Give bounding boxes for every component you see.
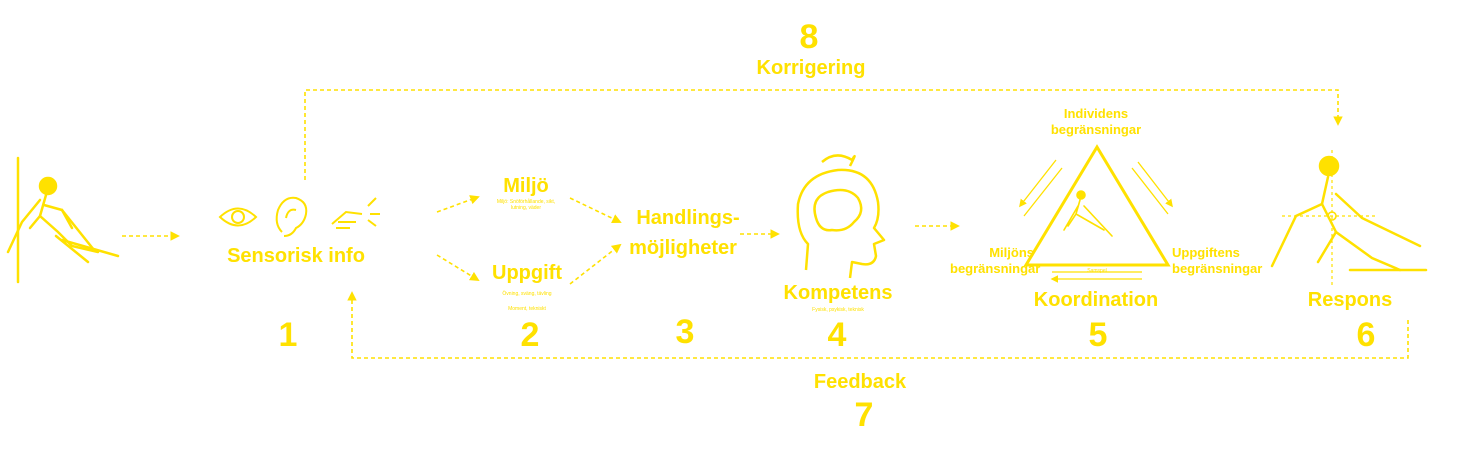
correction-label: Korrigering bbox=[756, 57, 866, 79]
miljo-subtext: Miljö: Snöförhållande, sikt, lutning, vä… bbox=[496, 199, 556, 211]
task-constraints-label: Uppgiftens begränsningar bbox=[1172, 245, 1262, 277]
coordination-triangle bbox=[1023, 144, 1171, 267]
stage-5-number: 5 bbox=[1088, 316, 1108, 354]
stage-7-number: 7 bbox=[854, 396, 874, 434]
action-possibilities-line-1: Handlings- bbox=[636, 207, 740, 229]
task-constraints-line-2: begränsningar bbox=[1172, 261, 1263, 276]
uppgift-subtext-2: Moment, tekniskt bbox=[508, 306, 546, 312]
competence-label: Kompetens bbox=[783, 282, 893, 304]
constraint-arrows bbox=[1020, 159, 1172, 279]
arrow-sensory-to-miljo bbox=[436, 195, 480, 213]
center-of-mass-marker bbox=[1327, 211, 1337, 221]
base-note: Samspel bbox=[1087, 268, 1107, 274]
competence-subtext: Fysisk, psykisk, teknisk bbox=[812, 307, 864, 313]
uppgift-title: Uppgift bbox=[492, 262, 562, 284]
response-label: Respons bbox=[1307, 289, 1393, 311]
touch-icon bbox=[331, 197, 380, 229]
stage-3-number: 3 bbox=[675, 313, 695, 351]
action-possibilities-line-2: möjligheter bbox=[629, 237, 737, 259]
environment-constraints-line-2: begränsningar bbox=[950, 261, 1041, 276]
task-constraints-line-1: Uppgiftens bbox=[1172, 245, 1240, 260]
skier-right-icon bbox=[1270, 155, 1428, 272]
stage-6-number: 6 bbox=[1356, 316, 1376, 354]
stage-2-number: 2 bbox=[520, 316, 540, 354]
ear-icon bbox=[275, 196, 308, 237]
environment-constraints-line-1: Miljöns bbox=[989, 245, 1034, 260]
skier-small-icon bbox=[1063, 190, 1113, 237]
miljo-title: Miljö bbox=[503, 175, 549, 197]
eye-icon bbox=[218, 207, 258, 227]
stage-8-number: 8 bbox=[799, 18, 819, 56]
individual-constraints-label: Individens begränsningar bbox=[1051, 106, 1141, 138]
environment-constraints-label: Miljöns begränsningar bbox=[950, 245, 1040, 277]
coordination-label: Koordination bbox=[1033, 289, 1159, 311]
individual-constraints-line-1: Individens bbox=[1063, 106, 1129, 121]
individual-constraints-line-2: begränsningar bbox=[1050, 122, 1142, 137]
feedback-label: Feedback bbox=[813, 371, 907, 393]
arrow-uppgift-to-handling bbox=[569, 243, 622, 285]
arrow-miljo-to-handling bbox=[569, 197, 622, 224]
stage-1-number: 1 bbox=[278, 316, 298, 354]
arrow-sensory-to-uppgift bbox=[436, 254, 480, 281]
body-axis-lines bbox=[1282, 150, 1378, 288]
head-brain-icon bbox=[796, 154, 886, 279]
uppgift-subtext: Övning, sväng, tävling bbox=[502, 291, 552, 297]
sensory-info-label: Sensorisk info bbox=[227, 245, 365, 267]
correction-loop-line bbox=[304, 89, 1343, 180]
skier-left-icon bbox=[6, 156, 120, 284]
stage-4-number: 4 bbox=[827, 316, 847, 354]
